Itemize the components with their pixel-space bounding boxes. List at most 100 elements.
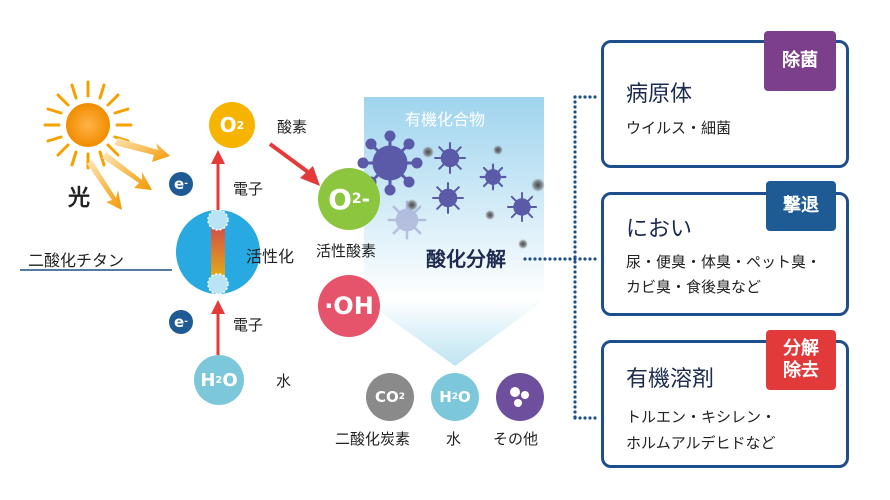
virus-icon xyxy=(506,191,538,223)
connector-dot xyxy=(573,405,577,409)
electron-badge-top: e- xyxy=(169,172,193,196)
connector-dot xyxy=(573,220,577,224)
connector-dot xyxy=(573,210,577,214)
connector-dot xyxy=(573,115,577,119)
connector-dot xyxy=(573,335,577,339)
oxygen-arrow xyxy=(268,142,320,186)
electron-label-bottom: 電子 xyxy=(233,316,264,334)
connector-dot xyxy=(573,305,577,309)
connector-dot xyxy=(573,395,577,399)
connector-dot xyxy=(573,370,577,374)
activation-label: 活性化 xyxy=(246,247,295,266)
connector-dot xyxy=(573,95,577,99)
connector-dot xyxy=(573,345,577,349)
virus-icon xyxy=(357,130,423,196)
connector-dot xyxy=(583,257,587,261)
connector-dot xyxy=(573,170,577,174)
card-desc: カビ臭・食後臭など xyxy=(626,278,762,296)
connector-dot xyxy=(593,257,597,261)
connector-dot xyxy=(573,100,577,104)
connector-dot xyxy=(573,155,577,159)
card-title: 有機溶剤 xyxy=(626,367,715,392)
connector-dot xyxy=(573,140,577,144)
card-desc: 尿・便臭・体臭・ペット臭・ xyxy=(626,253,822,271)
connector-dot xyxy=(573,265,577,269)
connector-dot xyxy=(573,205,577,209)
oxygen-label: 酸素 xyxy=(277,118,308,136)
connector-dot xyxy=(578,95,582,99)
connector-dot xyxy=(533,257,537,261)
connector-dot xyxy=(573,145,577,149)
connector-dot xyxy=(573,110,577,114)
connector-dot xyxy=(573,385,577,389)
connector-dot xyxy=(578,257,582,261)
virus-icon xyxy=(387,200,427,240)
connector-dot xyxy=(573,295,577,299)
connector-dot xyxy=(573,320,577,324)
card-pathogen: 病原体 ウイルス・細菌 xyxy=(601,40,849,168)
water-label-left: 水 xyxy=(276,372,292,390)
hydroxyl-circle: ·OH xyxy=(318,275,380,337)
virus-icon xyxy=(432,182,464,214)
light-label: 光 xyxy=(68,186,91,211)
connector-dot xyxy=(573,230,577,234)
card-title: におい xyxy=(626,217,693,242)
card-title: 病原体 xyxy=(626,82,693,107)
connector-dot xyxy=(573,340,577,344)
oxidative-decomposition-label: 酸化分解 xyxy=(426,247,506,271)
connector-dot xyxy=(573,300,577,304)
connector-dot xyxy=(573,360,577,364)
badge-line: 除去 xyxy=(783,360,819,381)
badge-line: 分解 xyxy=(783,338,819,359)
card-desc: ホルムアルデヒドなど xyxy=(626,434,776,452)
product-water-label: 水 xyxy=(446,430,462,448)
connector-dot xyxy=(588,416,592,420)
connector-dot xyxy=(553,257,557,261)
connector-dot xyxy=(543,257,547,261)
connector-dot xyxy=(573,240,577,244)
molecule-icon xyxy=(510,387,529,407)
light-ray-arrows xyxy=(87,138,170,210)
badge-repel: 撃退 xyxy=(766,181,836,231)
electron-badge-bottom: e- xyxy=(169,310,193,334)
connector-dot xyxy=(523,257,527,261)
virus-icon xyxy=(479,163,507,191)
connector-dot xyxy=(573,150,577,154)
electron-arrows xyxy=(211,150,225,355)
connector-dot xyxy=(573,285,577,289)
connector-dot xyxy=(573,310,577,314)
connector-dot xyxy=(573,135,577,139)
connector-dot xyxy=(573,185,577,189)
connector-dot xyxy=(588,257,592,261)
connector-dot xyxy=(583,416,587,420)
connector-dot xyxy=(548,257,552,261)
connector-dot xyxy=(593,95,597,99)
connector-dot xyxy=(573,380,577,384)
connector-dot xyxy=(528,257,532,261)
connector-dot xyxy=(573,160,577,164)
connector-dot xyxy=(573,290,577,294)
virus-icon xyxy=(434,142,466,174)
connector-dot xyxy=(573,130,577,134)
badge-decompose-remove: 分解 除去 xyxy=(766,330,836,390)
connector-dot xyxy=(573,165,577,169)
connector-dot xyxy=(588,95,592,99)
connector-dot xyxy=(573,315,577,319)
dotted-connector xyxy=(523,95,597,420)
electron-label-top: 電子 xyxy=(233,180,264,198)
connector-dot xyxy=(573,235,577,239)
badge-sterilize: 除菌 xyxy=(764,31,836,91)
product-other-label: その他 xyxy=(493,430,539,448)
connector-dot xyxy=(573,255,577,259)
connector-dot xyxy=(573,125,577,129)
titanium-dioxide-label: 二酸化チタン xyxy=(28,251,125,270)
connector-dot xyxy=(563,257,567,261)
connector-dot xyxy=(573,215,577,219)
connector-dot xyxy=(573,355,577,359)
connector-dot xyxy=(573,390,577,394)
connector-dot xyxy=(573,375,577,379)
connector-dot xyxy=(573,105,577,109)
connector-dot xyxy=(573,365,577,369)
